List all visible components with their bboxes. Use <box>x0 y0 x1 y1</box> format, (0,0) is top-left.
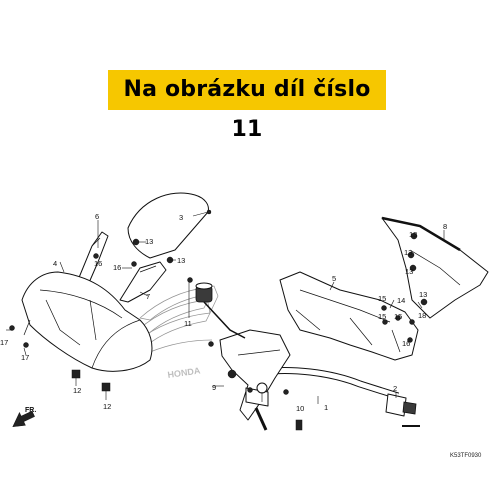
callout-17-b: 17 <box>21 353 29 362</box>
callout-labels: 6 3 4 16 13 16 7 13 11 17 17 12 12 9 10 … <box>0 212 447 413</box>
callout-13-c: 13 <box>409 230 417 239</box>
inner-cover <box>119 261 167 303</box>
callout-2: 2 <box>393 384 397 393</box>
leader-lines <box>6 211 445 404</box>
callout-1: 1 <box>324 403 328 412</box>
front-direction-arrow: FR. <box>12 407 36 427</box>
callout-18: 18 <box>418 311 426 320</box>
part-number-banner: Na obrázku díl číslo 11 <box>108 70 386 142</box>
callout-16-b: 16 <box>113 263 121 272</box>
callout-8: 8 <box>443 222 447 231</box>
callout-7: 7 <box>146 292 150 301</box>
callout-13-e: 13 <box>405 267 413 276</box>
callout-9: 9 <box>212 383 216 392</box>
callout-17-a: 17 <box>0 338 8 347</box>
honda-wing-watermark: HONDA <box>135 285 219 380</box>
front-handlebar-cover <box>21 271 153 372</box>
honda-wordmark: HONDA <box>167 365 202 380</box>
callout-16-a: 16 <box>94 259 102 268</box>
callout-10: 10 <box>296 404 304 413</box>
callout-5: 5 <box>332 274 336 283</box>
diagram-code: K53TF0930 <box>450 453 482 459</box>
callout-3: 3 <box>179 213 183 222</box>
callout-4: 4 <box>53 259 57 268</box>
callout-13-d: 13 <box>404 248 412 257</box>
callout-15-c: 15 <box>394 312 402 321</box>
callout-13-a: 13 <box>145 237 153 246</box>
callout-12-a: 12 <box>73 386 81 395</box>
callout-15-a: 15 <box>378 294 386 303</box>
callout-13-b: 13 <box>177 256 185 265</box>
mount-bushing <box>195 282 246 339</box>
callout-14: 14 <box>397 296 405 305</box>
meter-cover <box>381 216 489 319</box>
callout-15-b: 15 <box>378 312 386 321</box>
callout-6: 6 <box>95 212 99 221</box>
callout-12-b: 12 <box>103 402 111 411</box>
direction-label: FR. <box>25 407 36 414</box>
callout-16-c: 16 <box>402 339 410 348</box>
windscreen <box>127 192 212 259</box>
rear-handlebar-cover <box>279 271 419 361</box>
side-bracket <box>77 231 109 286</box>
stem-bracket <box>219 329 291 431</box>
callout-13-f: 13 <box>419 290 427 299</box>
callout-11: 11 <box>184 319 192 328</box>
